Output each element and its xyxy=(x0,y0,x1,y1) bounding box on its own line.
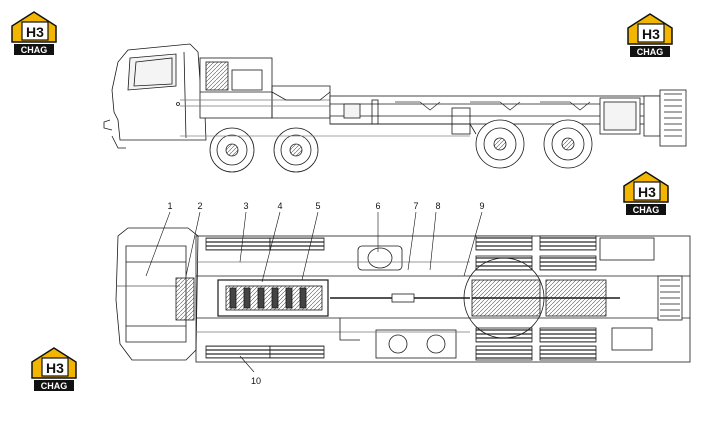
fourth-wheel xyxy=(543,119,593,169)
brand-logo-mid-right: H3 CHAG xyxy=(620,168,672,218)
callout-5: 5 xyxy=(315,201,320,211)
logo-sub-text: CHAG xyxy=(21,45,48,55)
callout-2: 2 xyxy=(197,201,202,211)
svg-text:H3: H3 xyxy=(642,26,660,42)
brand-logo-graphic: H3 CHAG xyxy=(11,11,57,55)
callout-9: 9 xyxy=(479,201,484,211)
svg-text:H3: H3 xyxy=(46,360,64,376)
front-wheel xyxy=(209,127,255,173)
brand-logo-top-left: H3 CHAG xyxy=(8,8,60,58)
brand-logo-top-right: H3 CHAG xyxy=(624,10,676,60)
callout-10: 10 xyxy=(251,376,261,386)
engine-block xyxy=(217,279,329,317)
svg-text:H3: H3 xyxy=(638,184,656,200)
svg-text:CHAG: CHAG xyxy=(41,381,68,391)
plan-view xyxy=(115,227,691,363)
callout-8: 8 xyxy=(435,201,440,211)
callout-3: 3 xyxy=(243,201,248,211)
rear-axle-assembly xyxy=(463,257,620,339)
callout-leaders xyxy=(145,211,483,373)
svg-text:CHAG: CHAG xyxy=(633,205,660,215)
brand-logo-bottom-left: H3 CHAG xyxy=(28,344,80,394)
side-view xyxy=(103,43,687,173)
cab-plan xyxy=(115,227,199,361)
svg-text:CHAG: CHAG xyxy=(637,47,664,57)
logo-mark-text: H3 xyxy=(26,24,44,40)
second-wheel xyxy=(273,127,319,173)
third-wheel xyxy=(475,119,525,169)
callout-7: 7 xyxy=(413,201,418,211)
callout-labels: 1 2 3 4 5 6 7 8 9 10 xyxy=(167,201,484,386)
callout-1: 1 xyxy=(167,201,172,211)
callout-4: 4 xyxy=(277,201,282,211)
callout-6: 6 xyxy=(375,201,380,211)
